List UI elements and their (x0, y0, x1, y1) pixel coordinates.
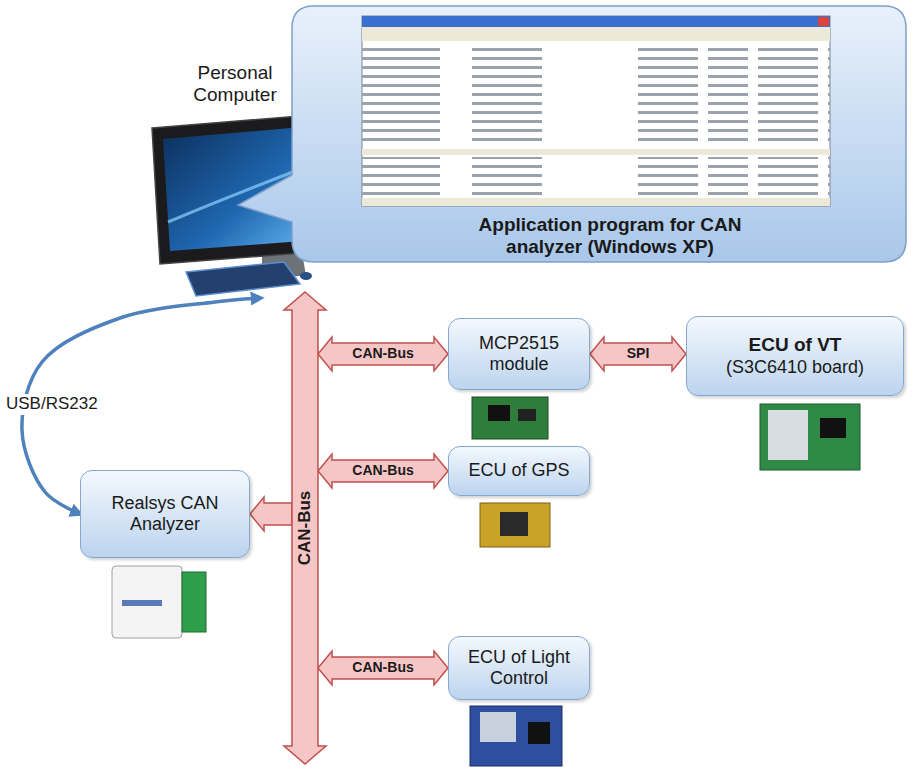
ecu-box: ECU of Light Control (448, 636, 590, 700)
node-label: MCP2515 module (457, 333, 581, 375)
terminal-block (182, 572, 206, 632)
can-bus-arrow (318, 454, 448, 488)
node-label: (S3C6410 board) (726, 357, 864, 378)
computer-node: Personal Computer (150, 60, 320, 298)
chip (500, 512, 528, 536)
can-bus-arrow (318, 651, 448, 685)
callout-bubble (238, 6, 906, 262)
chip (518, 409, 536, 421)
light-board-photo (470, 706, 562, 766)
can-bus-arrow (590, 337, 686, 371)
node-label: Application program for CAN analyzer (Wi… (450, 214, 770, 259)
analyzer-box: Realsys CAN Analyzer (80, 470, 250, 558)
chip (488, 405, 510, 421)
chip (820, 418, 846, 438)
bus-arrow-label: CAN-Bus (350, 462, 415, 479)
screenshot-toolbar (362, 27, 830, 41)
bus-arrow-label: SPI (625, 345, 652, 362)
can-bus-arrow (250, 497, 292, 531)
node-label: Realsys CAN Analyzer (90, 493, 240, 535)
node-label: ECU of VT (749, 334, 842, 356)
analyzer-photo (112, 566, 182, 638)
link-label: USB/RS232 (4, 394, 100, 415)
bus-arrow-label: CAN-Bus (350, 345, 415, 362)
chip (528, 722, 550, 744)
bus-shape (284, 292, 326, 764)
keyboard (186, 262, 300, 296)
callout-text: Application program for CAN analyzer (Wi… (440, 212, 780, 260)
vt-board-photo (760, 404, 860, 470)
lcd-panel (768, 410, 808, 460)
bus-label: CAN-Bus (296, 491, 315, 566)
node-label: Personal Computer (180, 62, 290, 107)
screenshot-statusbar (362, 198, 830, 206)
node-label: ECU of Light Control (457, 647, 581, 689)
screenshot-rows (362, 157, 830, 197)
screenshot-titlebar (362, 16, 830, 27)
lcd-panel (480, 712, 516, 742)
screenshot-close (818, 17, 829, 26)
can-bus-arrow (318, 337, 448, 371)
screenshot-divider (362, 149, 830, 155)
gps-board-photo (480, 503, 550, 547)
screenshot-rows (362, 42, 830, 147)
mcp2515-photo (472, 397, 548, 439)
mouse (300, 272, 312, 280)
screenshot-window (362, 16, 830, 206)
module-box: MCP2515 module (448, 318, 590, 390)
ecu-box: ECU of GPS (448, 446, 590, 496)
analyzer-logo (122, 600, 162, 606)
node-label: ECU of GPS (468, 460, 569, 481)
bus-bar: CAN-Bus (292, 292, 318, 764)
ecu-box: ECU of VT(S3C6410 board) (686, 316, 904, 396)
bus-arrow-label: CAN-Bus (350, 659, 415, 676)
